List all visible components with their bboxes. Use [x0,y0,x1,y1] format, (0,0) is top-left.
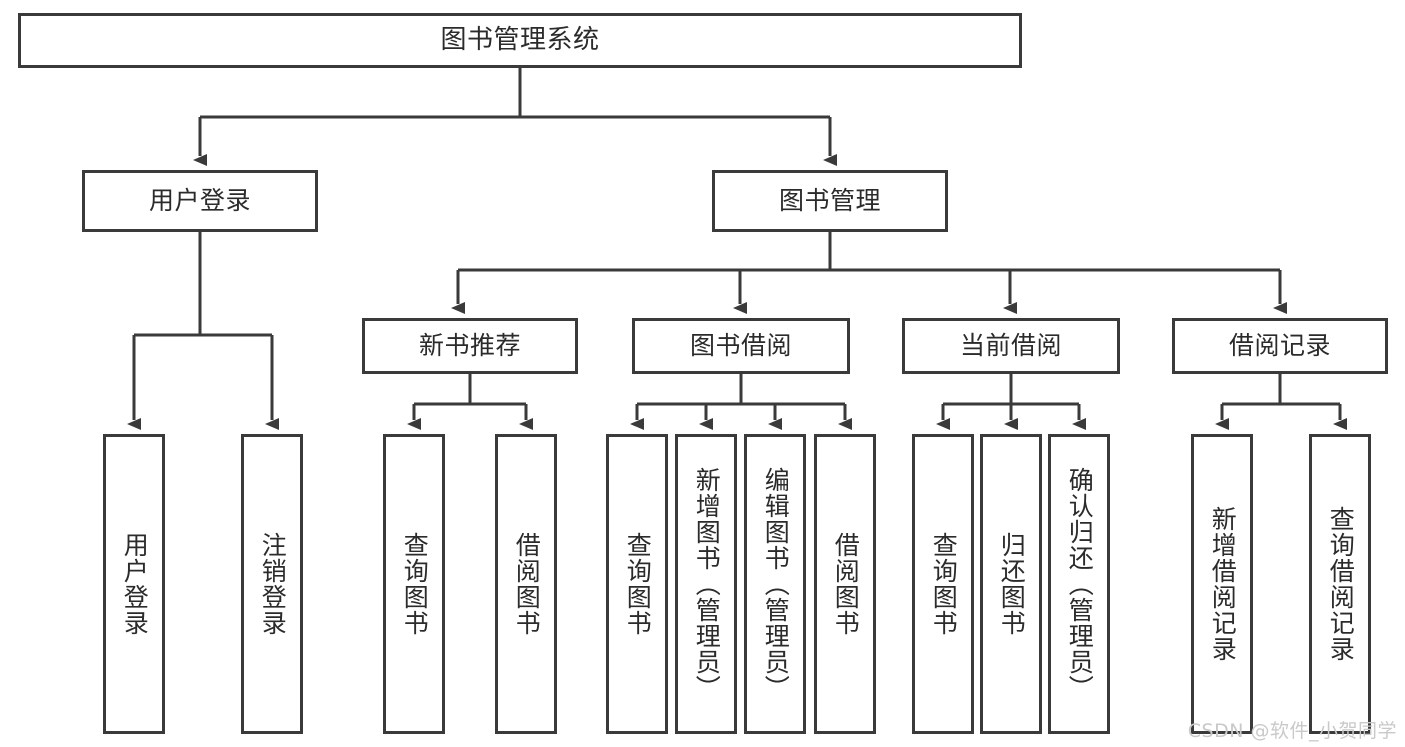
leaf-query-book-current[interactable]: 查询图书 [912,434,974,734]
node-label: 编辑图书（管理员） [761,467,791,701]
node-label: 借阅记录 [1228,331,1331,361]
node-current-borrow[interactable]: 当前借阅 [902,318,1120,374]
node-label: 借阅图书 [512,532,542,636]
leaf-query-book-borrow[interactable]: 查询图书 [606,434,668,734]
leaf-borrow-book-recommend[interactable]: 借阅图书 [495,434,557,734]
node-label: 用户登录 [148,186,251,216]
node-book-manage[interactable]: 图书管理 [712,170,948,232]
leaf-return-book[interactable]: 归还图书 [980,434,1042,734]
node-label: 注销登录 [258,532,288,636]
node-label: 借阅图书 [831,532,861,636]
node-label: 查询图书 [400,532,430,636]
leaf-logout-login[interactable]: 注销登录 [241,434,303,734]
node-label: 新增图书（管理员） [692,467,722,701]
node-new-book-recommend[interactable]: 新书推荐 [362,318,578,374]
leaf-add-borrow-record[interactable]: 新增借阅记录 [1191,434,1253,734]
leaf-add-book[interactable]: 新增图书（管理员） [675,434,737,734]
node-label: 图书管理系统 [440,25,600,56]
node-label: 查询图书 [623,532,653,636]
leaf-query-book-recommend[interactable]: 查询图书 [383,434,445,734]
node-label: 用户登录 [120,532,150,636]
node-label: 确认归还（管理员） [1065,467,1095,701]
leaf-confirm-return[interactable]: 确认归还（管理员） [1048,434,1110,734]
leaf-query-borrow-record[interactable]: 查询借阅记录 [1309,434,1371,734]
node-borrow-record[interactable]: 借阅记录 [1172,318,1388,374]
node-label: 图书管理 [778,186,881,216]
node-label: 查询借阅记录 [1326,506,1356,662]
node-label: 新书推荐 [418,331,521,361]
node-label: 查询图书 [929,532,959,636]
node-user-login[interactable]: 用户登录 [82,170,318,232]
leaf-user-login[interactable]: 用户登录 [103,434,165,734]
node-label: 图书借阅 [689,331,792,361]
leaf-edit-book[interactable]: 编辑图书（管理员） [744,434,806,734]
node-root-system[interactable]: 图书管理系统 [18,13,1022,68]
node-label: 新增借阅记录 [1208,506,1238,662]
node-book-borrow[interactable]: 图书借阅 [632,318,850,374]
csdn-watermark: CSDN @软件_小贺同学 [1187,720,1397,742]
node-label: 归还图书 [997,532,1027,636]
leaf-borrow-book[interactable]: 借阅图书 [814,434,876,734]
node-label: 当前借阅 [959,331,1062,361]
